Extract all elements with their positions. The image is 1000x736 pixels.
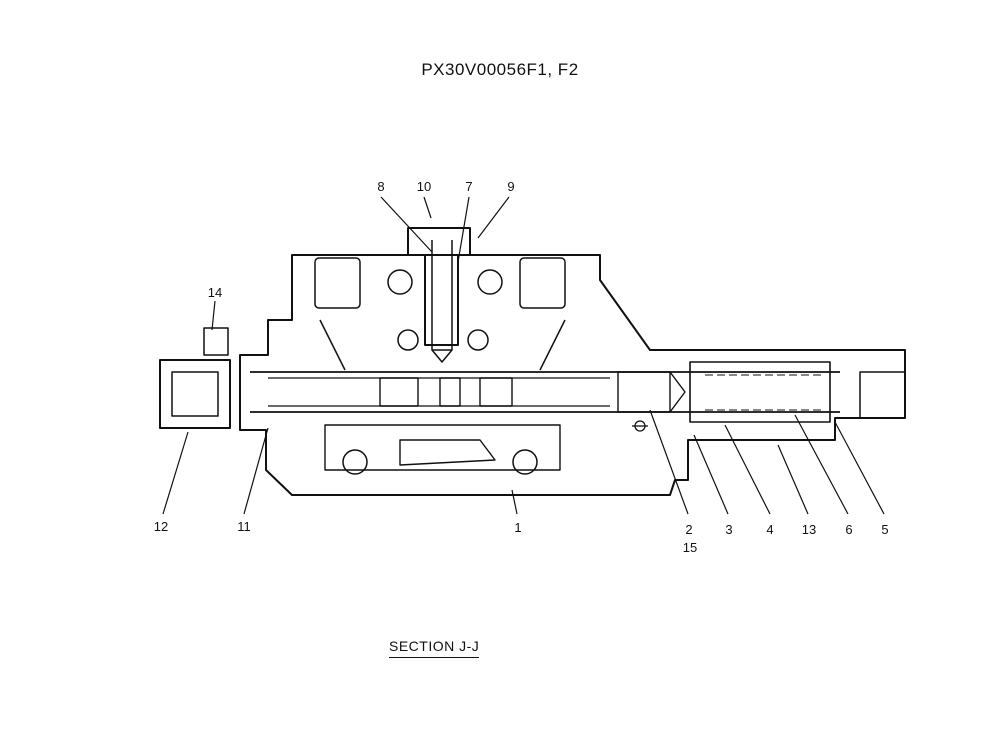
- callout-9: 9: [507, 179, 514, 194]
- callout-2: 2: [685, 522, 692, 537]
- callout-7: 7: [465, 179, 472, 194]
- callout-6: 6: [845, 522, 852, 537]
- callout-8: 8: [377, 179, 384, 194]
- callout-11: 11: [237, 519, 251, 534]
- left-end-fitting: [159, 359, 231, 429]
- callout-12: 12: [154, 519, 168, 534]
- section-label: SECTION J-J: [389, 638, 480, 658]
- callout-3: 3: [725, 522, 732, 537]
- callout-4: 4: [766, 522, 773, 537]
- right-end-plug: [859, 371, 906, 419]
- callout-15: 15: [683, 540, 697, 555]
- spool-bore: [250, 371, 840, 413]
- callout-5: 5: [881, 522, 888, 537]
- callout-1: 1: [514, 520, 521, 535]
- drawing-title: PX30V00056F1, F2: [421, 60, 579, 79]
- callout-14: 14: [208, 285, 222, 300]
- plug-cap: [407, 227, 471, 256]
- callout-13: 13: [802, 522, 816, 537]
- callout-10: 10: [417, 179, 431, 194]
